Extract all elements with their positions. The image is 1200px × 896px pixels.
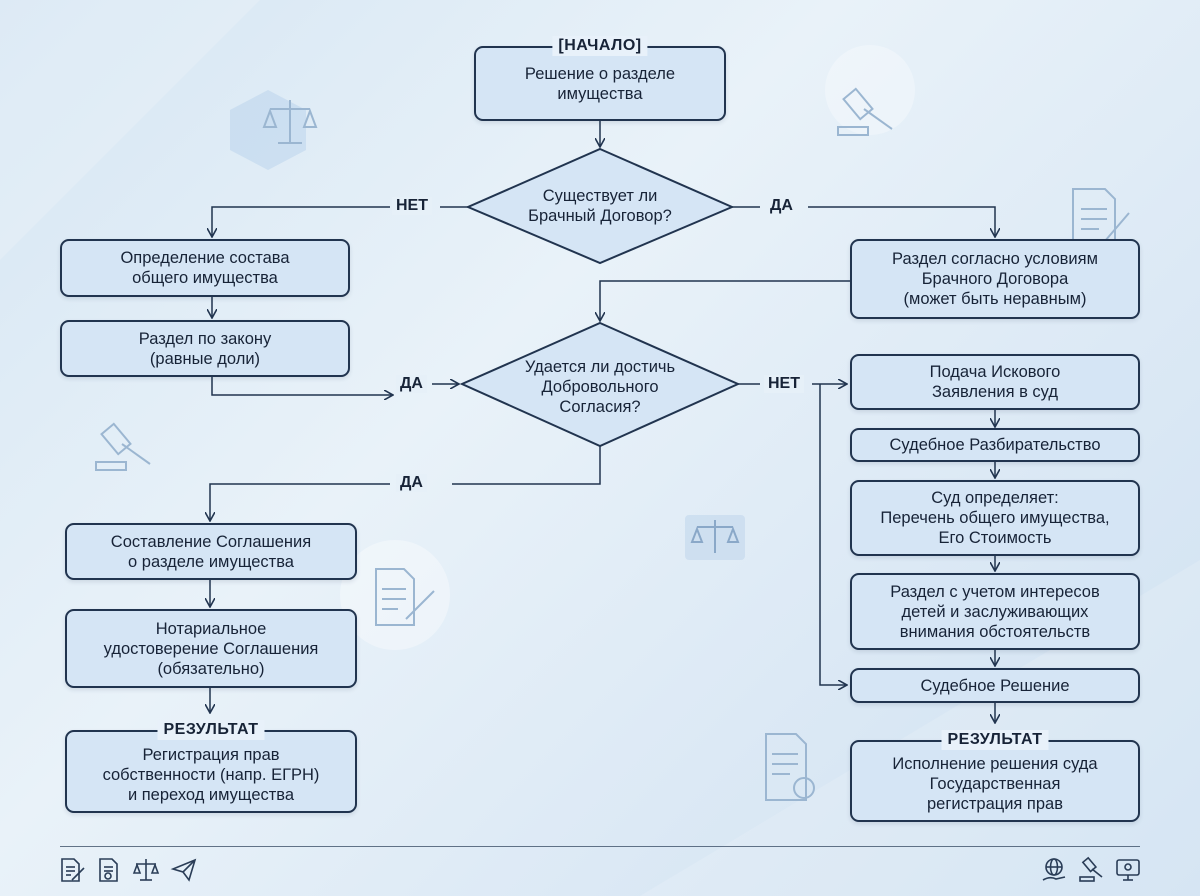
court-step3-line-3: Его Стоимость <box>938 529 1052 547</box>
court-step1-line-2: Заявления в суд <box>931 383 1059 401</box>
court-step4-line-1: Раздел с учетом интересов <box>890 582 1100 601</box>
agreement-step2-line-2: удостоверение Соглашения <box>103 639 319 658</box>
gavel-icon <box>1079 856 1103 882</box>
court-step1-line-1: Подача Искового <box>929 363 1061 381</box>
decision2-line-2: Добровольного <box>541 378 659 396</box>
court-step2-node: Судебное Разбирательство <box>850 428 1140 462</box>
agreement-step1-line-1: Составление Соглашения <box>110 532 312 551</box>
court-step5-node: Судебное Решение <box>850 668 1140 703</box>
left-step2-node: Раздел по закону (равные доли) <box>60 320 350 377</box>
decision1-yes-label: ДА <box>766 197 797 215</box>
paper-plane-icon <box>170 858 197 882</box>
court-step4-line-2: детей и заслуживающих <box>901 602 1089 621</box>
agreement-step2-node: Нотариальное удостоверение Соглашения (о… <box>65 609 357 688</box>
agreement-result-tag: РЕЗУЛЬТАТ <box>157 720 265 740</box>
contract-split-node: Раздел согласно условиям Брачного Догово… <box>850 239 1140 319</box>
contract-split-line-2: Брачного Договора <box>921 270 1069 288</box>
certificate-icon <box>99 858 118 882</box>
court-step5-line-1: Судебное Решение <box>920 676 1070 695</box>
contract-split-line-3: (может быть неравным) <box>903 290 1087 308</box>
left-step2-line-2: (равные доли) <box>149 349 261 368</box>
decision1-line-1: Существует ли <box>542 187 658 205</box>
court-result-line-3: регистрация прав <box>927 795 1063 813</box>
left-step1-line-1: Определение состава <box>120 249 290 267</box>
agreement-result-node: РЕЗУЛЬТАТ Регистрация прав собственности… <box>65 720 357 813</box>
court-step4-node: Раздел с учетом интересов детей и заслуж… <box>850 573 1140 650</box>
court-result-node: РЕЗУЛЬТАТ Исполнение решения суда Госуда… <box>850 730 1140 822</box>
start-line-2: имущества <box>557 84 643 103</box>
decision1-line-2: Брачный Договор? <box>528 207 672 225</box>
court-step3-node: Суд определяет: Перечень общего имуществ… <box>850 480 1140 556</box>
decision1-text: Существует ли Брачный Договор? <box>490 186 710 226</box>
monitor-icon <box>1116 859 1140 881</box>
court-result-tag: РЕЗУЛЬТАТ <box>941 730 1049 750</box>
globe-hand-icon <box>1042 858 1066 881</box>
agreement-result-line-3: и переход имущества <box>127 785 295 804</box>
court-step2-line-1: Судебное Разбирательство <box>889 436 1101 454</box>
left-step2-line-1: Раздел по закону <box>138 329 272 348</box>
court-result-line-2: Государственная <box>929 775 1061 793</box>
agreement-step1-line-2: о разделе имущества <box>128 552 294 571</box>
court-step4-line-3: внимания обстоятельств <box>899 622 1091 641</box>
decision2-yes-label: ДА <box>396 474 427 492</box>
left-to-decision2-label: ДА <box>396 375 427 393</box>
decision2-no-label: НЕТ <box>764 375 804 393</box>
agreement-step2-line-3: (обязательно) <box>157 659 265 678</box>
start-node: [НАЧАЛО] Решение о разделе имущества <box>474 36 726 121</box>
decision2-diamond <box>459 321 741 448</box>
agreement-step2-line-1: Нотариальное <box>155 619 267 638</box>
decision2-line-3: Согласия? <box>559 398 641 416</box>
footer-divider <box>60 846 1140 847</box>
start-line-1: Решение о разделе <box>524 64 676 83</box>
left-step1-node: Определение состава общего имущества <box>60 239 350 297</box>
court-step3-line-2: Перечень общего имущества, <box>880 509 1110 527</box>
court-step3-line-1: Суд определяет: <box>931 489 1059 507</box>
left-step1-line-2: общего имущества <box>132 269 278 287</box>
contract-split-line-1: Раздел согласно условиям <box>892 250 1098 268</box>
decision2-text: Удается ли достичь Добровольного Согласи… <box>490 357 710 417</box>
agreement-result-line-1: Регистрация прав <box>142 745 280 764</box>
agreement-result-line-2: собственности (напр. ЕГРН) <box>102 765 320 784</box>
start-tag: [НАЧАЛО] <box>552 36 648 56</box>
decision2-line-1: Удается ли достичь <box>524 358 676 376</box>
decision1-no-label: НЕТ <box>392 197 432 215</box>
decision1-diamond <box>465 147 735 265</box>
scales-icon <box>132 859 160 881</box>
court-step1-node: Подача Искового Заявления в суд <box>850 354 1140 410</box>
agreement-step1-node: Составление Соглашения о разделе имущест… <box>65 523 357 580</box>
court-result-line-1: Исполнение решения суда <box>892 755 1098 773</box>
document-edit-icon <box>61 858 85 882</box>
